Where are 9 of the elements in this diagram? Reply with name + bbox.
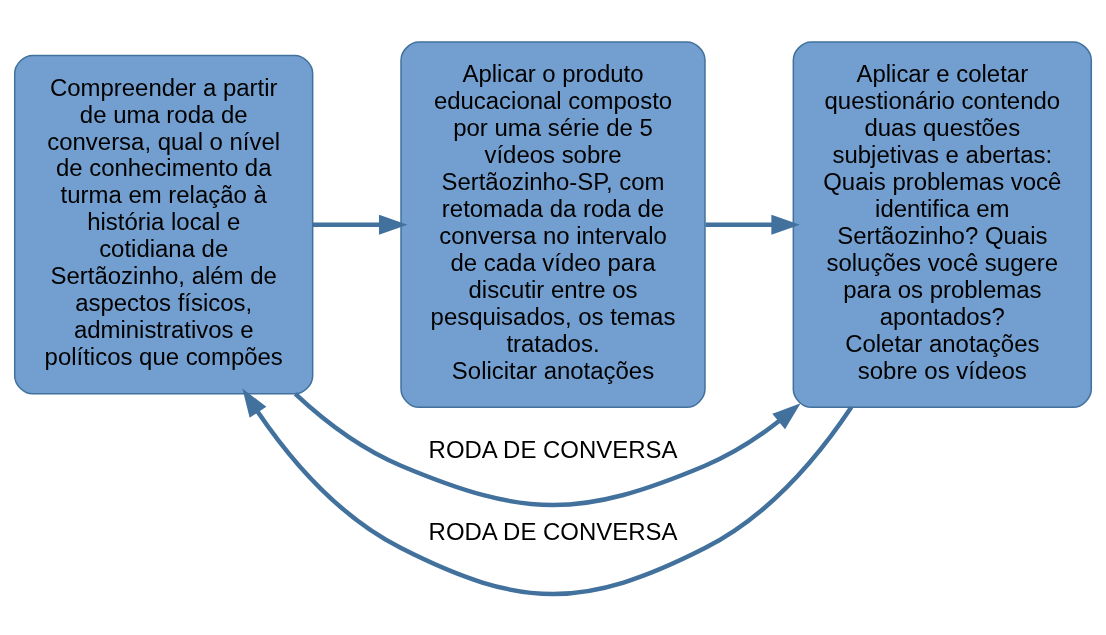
node-box: Aplicar o produto educacional composto por uma série de 5 vídeos sobre Sertãozinho-SP, com retomada da roda de conversa no intervalo de cada vídeo para discutir entre os pesquisados, os temas tratados. Solicitar anotações bbox=[400, 40, 706, 408]
node-box: Aplicar e coletar questionário contendo duas questões subjetivas e abertas: Quais problemas você identifica em Sertãozinho? Quais soluções você sugere para os problemas apontados? Coletar anotações sobre os vídeos bbox=[792, 40, 1093, 408]
node-box: Compreender a partir de uma roda de conversa, qual o nível de conhecimento da turma em relação à história local e cotidiana de Sertãozinho, além de aspectos físicos, administrativos e políticos que compões bbox=[13, 54, 314, 395]
edge-label: RODA DE CONVERSA bbox=[428, 517, 678, 545]
arrow bbox=[312, 214, 408, 235]
edge-label: RODA DE CONVERSA bbox=[428, 435, 678, 463]
arrow bbox=[293, 391, 801, 507]
arrow bbox=[242, 387, 854, 596]
arrow bbox=[705, 214, 800, 235]
